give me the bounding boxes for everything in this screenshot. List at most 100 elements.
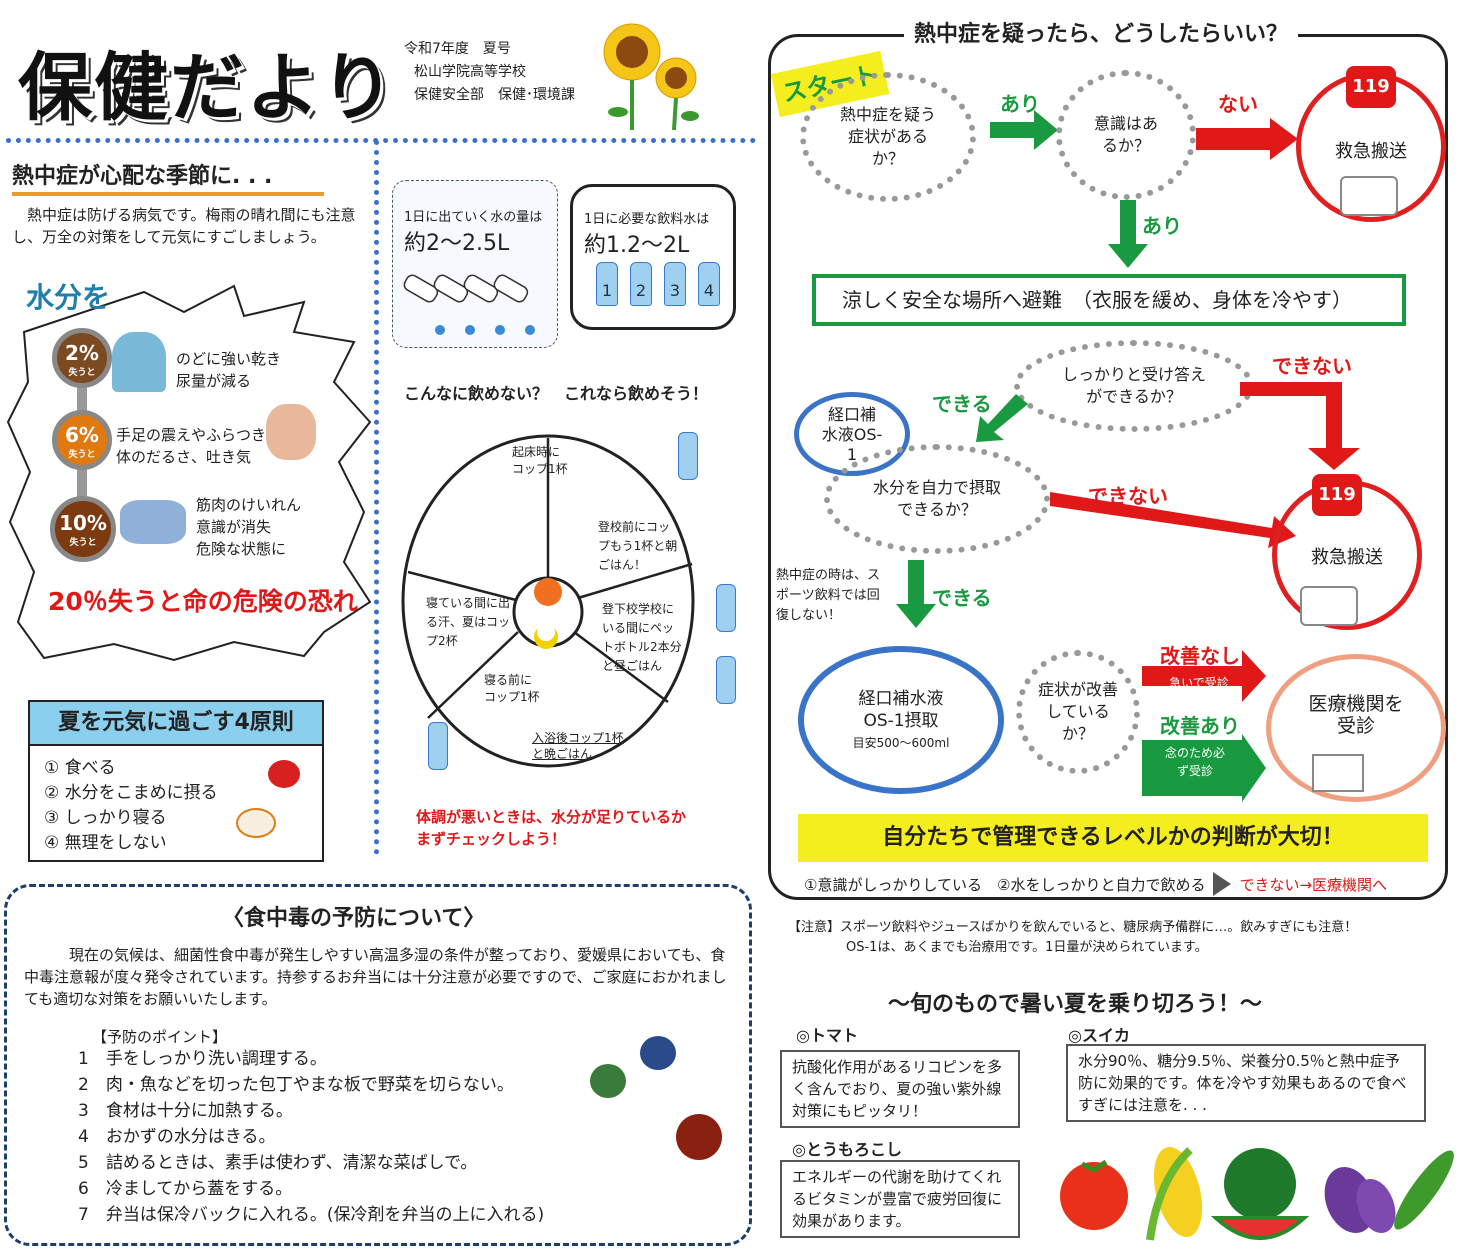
check-note: 体調が悪いときは、水分が足りているか まずチェックしよう！	[416, 808, 687, 848]
side-bottle-2-icon	[716, 584, 736, 632]
germ-red-icon	[676, 1114, 722, 1160]
goldfish-white-icon	[236, 808, 276, 838]
wheel-sleeping: 寝ている間に出る汗、夏はコップ2杯	[426, 596, 511, 648]
label-can-1: できる	[932, 392, 992, 416]
q-conscious: 意識はあるか？	[1056, 70, 1196, 200]
level-2pct-badge: 2% 失うと	[52, 328, 112, 388]
heatstroke-body: 熱中症は防げる病気です。梅雨の晴れ間にも注意し、万全の対策をして元気にすごしまし…	[12, 206, 356, 246]
level-2pct-icon	[112, 332, 166, 392]
principle-item: ② 水分をこまめに摂る	[44, 783, 218, 803]
arrow-no-improve	[1142, 650, 1266, 702]
side-bottle-3-icon	[716, 656, 736, 704]
arrow-improve	[1142, 734, 1266, 802]
drinking-wheel	[401, 434, 695, 768]
page-title: 保健だより	[18, 45, 397, 131]
list-item: 6 冷ましてから蓋をする。	[78, 1179, 293, 1199]
arrow-right-icon	[1213, 872, 1232, 896]
level-6pct-icon	[266, 404, 316, 460]
watermelon-heading: ◎スイカ	[1068, 1026, 1130, 1045]
watermelon-text: 水分90％、糖分9.5％、栄養分0.5％と熱中症予防に効果的です。体を冷やす効果…	[1066, 1044, 1426, 1122]
side-bottle-4-icon	[428, 722, 448, 770]
corn-heading: ◎とうもろこし	[792, 1140, 902, 1159]
label-no-improve-sub: 急いで受診	[1169, 676, 1229, 690]
level-10pct-icon	[120, 500, 186, 544]
list-item: 2 肉・魚などを切った包丁やまな板で野菜を切らない。	[78, 1075, 514, 1095]
food-poison-body: 現在の気候は、細菌性食中毒が発生しやすい高温多湿の条件が整っており、愛媛県におい…	[24, 946, 727, 1008]
arrow-can-1	[976, 394, 1028, 442]
food-poison-title: 〈食中毒の予防について〉	[222, 906, 486, 931]
level-10pct-text: 筋肉のけいれん 意識が消失 危険な状態に	[196, 496, 302, 558]
flow-notes: 【注意】スポーツ飲料やジュースばかりを飲んでいると、糖尿病予備群に…。飲みすぎに…	[788, 920, 1358, 955]
side-bottle-1-icon	[678, 432, 698, 480]
need-bottles: 1 2 3 4	[596, 262, 720, 306]
sunflower-illustration	[603, 23, 699, 131]
ambulance-2-icon	[1300, 586, 1358, 626]
evacuate-box: 涼しく安全な場所へ避難 （衣服を緩め、身体を冷やす）	[812, 274, 1406, 326]
school-name: 松山学院高等学校	[414, 64, 526, 80]
tomato-text: 抗酸化作用があるリコピンを多く含んでおり、夏の強い紫外線対策にもピッタリ！	[780, 1050, 1020, 1128]
water-out-label: 1日に出ていく水の量は 約2～2.5L	[404, 210, 543, 256]
seasonal-title: ～旬のもので暑い夏を乗り切ろう！～	[888, 992, 1263, 1017]
department: 保健安全部 保健･環境課	[414, 87, 575, 103]
germ-green-icon	[590, 1064, 626, 1098]
flowchart-title: 熱中症を疑ったら、どうしたらいい？	[904, 16, 1299, 48]
q-respond: しっかりと受け答えができるか？	[1014, 340, 1254, 432]
principles-list: ① 食べる ② 水分をこまめに摂る ③ しっかり寝る ④ 無理をしない	[44, 756, 218, 856]
tomato-icon	[1060, 1162, 1128, 1230]
bottle-icon: 4	[698, 262, 720, 306]
food-poison-points: 1 手をしっかり洗い調理する。 2 肉・魚などを切った包丁やまな板で野菜を切らな…	[78, 1046, 544, 1228]
label-no-1: ない	[1218, 92, 1258, 116]
arrow-can-2	[896, 560, 936, 628]
hospital-icon	[1312, 754, 1364, 792]
arrow-cannot-1	[1240, 382, 1360, 470]
watermelon-icon	[1224, 1148, 1296, 1220]
principles-heading: 夏を元気に過ごす4原則	[28, 700, 324, 746]
water-need-label: 1日に必要な飲料水は 約1.2～2L	[584, 212, 710, 258]
danger-warning: 20％失うと命の危険の恐れ	[48, 587, 358, 616]
badge-119-2: 119	[1312, 474, 1362, 516]
level-6pct-badge: 6% 失うと	[52, 410, 112, 470]
list-item: 3 食材は十分に加熱する。	[78, 1101, 293, 1121]
list-item: 5 詰めるときは、素手は使わず、清潔な菜ばしで。	[78, 1153, 478, 1173]
wheel-at-school: 登下校学校にいる間にペットボトル2本分と昼ごはん	[602, 602, 682, 673]
food-poison-frame	[4, 884, 752, 1246]
wheel-wakeup: 起床時にコップ1杯	[512, 445, 568, 476]
bottle-icon: 1	[596, 262, 618, 306]
wheel-before-school: 登校前にコップもう1杯と朝ごはん！	[598, 520, 678, 572]
heatstroke-heading: 熱中症が心配な季節に. . .	[12, 158, 324, 196]
criteria: ①意識がしっかりしている ②水をしっかりと自力で飲める できない→医療機関へ	[804, 872, 1387, 896]
list-item: 1 手をしっかり洗い調理する。	[78, 1049, 327, 1069]
label-yes-2: あり	[1142, 214, 1182, 238]
goldfish-icon	[268, 760, 300, 788]
arrow-yes-1	[990, 110, 1058, 150]
judgement-banner: 自分たちで管理できるレベルかの判断が大切！	[798, 814, 1428, 862]
principle-item: ④ 無理をしない	[44, 833, 167, 853]
q-improved: 症状が改善しているか？	[1016, 650, 1140, 774]
germ-blue-icon	[640, 1036, 676, 1070]
label-no-improve: 改善なし	[1160, 644, 1240, 668]
os1-intake: 経口補水液OS-1摂取 目安500～600ml	[798, 646, 1004, 794]
label-can-2: できる	[932, 586, 992, 610]
water-caption: こんなに飲めない？ これなら飲めそう！	[404, 384, 709, 403]
bottle-icon: 2	[630, 262, 652, 306]
list-item: 4 おかずの水分はきる。	[78, 1127, 276, 1147]
list-item: 7 弁当は保冷バックに入れる。(保冷剤を弁当の上に入れる)	[78, 1205, 545, 1225]
principle-item: ③ しっかり寝る	[44, 808, 167, 828]
label-yes-1: あり	[1000, 92, 1040, 116]
issue-label: 令和7年度 夏号	[404, 41, 511, 57]
label-improve-sub: 念のため必ず受診	[1164, 746, 1225, 778]
badge-119-1: 119	[1346, 66, 1396, 108]
food-poison-points-heading: 【予防のポイント】	[92, 1028, 228, 1046]
level-2pct-text: のどに強い乾き 尿量が減る	[176, 350, 282, 390]
principle-item: ① 食べる	[44, 758, 116, 778]
level-10pct-badge: 10% 失うと	[50, 496, 116, 562]
level-6pct-text: 手足の震えやふらつき 体のだるさ、吐き気	[116, 426, 267, 466]
water-label: 水分を	[26, 281, 111, 314]
label-improve: 改善あり	[1160, 714, 1240, 738]
arrow-no-1	[1196, 118, 1298, 160]
header-info: 令和7年度 夏号 松山学院高等学校 保健安全部 保健･環境課	[404, 38, 575, 107]
hospital-circle: 医療機関を受診	[1266, 654, 1446, 802]
bottle-icon: 3	[664, 262, 686, 306]
sports-drink-note: 熱中症の時は、スポーツ飲料では回復しない！	[776, 568, 881, 623]
wheel-after-bath: 入浴後コップ1杯と晩ごはん	[532, 731, 624, 761]
